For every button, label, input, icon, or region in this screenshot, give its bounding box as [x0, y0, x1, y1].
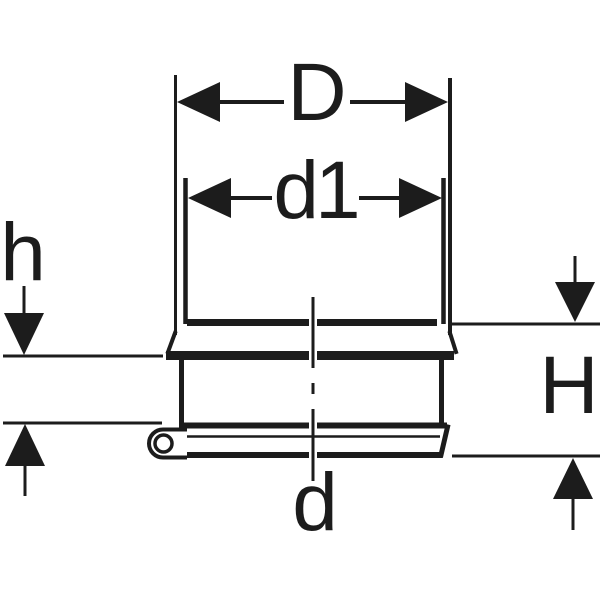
label-outer-diameter-D: D	[287, 47, 347, 138]
h-arrowheads	[4, 313, 45, 466]
label-inner-diameter-d1: d1	[273, 145, 360, 236]
label-collar-height-h: h	[0, 207, 46, 298]
dimension-D	[174, 75, 452, 335]
shoulder-chamfer-left	[165, 330, 178, 355]
dimension-d1	[183, 178, 446, 324]
drawing-linework	[3, 75, 600, 530]
D-arrowheads	[177, 82, 448, 122]
arrow-down-icon	[4, 313, 44, 355]
arrow-right-icon	[405, 82, 448, 122]
shoulder-chamfer-right	[447, 330, 459, 355]
terminal-lug	[147, 427, 187, 460]
ring-chamfer-right	[437, 423, 451, 459]
arrow-down-icon	[555, 282, 595, 322]
label-total-height-H: H	[539, 340, 599, 431]
d1-arrowheads	[188, 178, 442, 218]
dimension-H	[450, 256, 600, 530]
arrow-up-icon	[553, 458, 593, 499]
dimension-h	[3, 286, 163, 496]
H-arrowheads	[553, 282, 595, 499]
arrow-left-icon	[188, 178, 231, 218]
label-nominal-diameter-d: d	[292, 457, 338, 548]
arrow-up-icon	[5, 424, 45, 466]
arrow-left-icon	[177, 82, 220, 122]
terminal-bore	[153, 433, 174, 454]
arrow-right-icon	[399, 178, 442, 218]
fitting-body	[147, 319, 459, 460]
